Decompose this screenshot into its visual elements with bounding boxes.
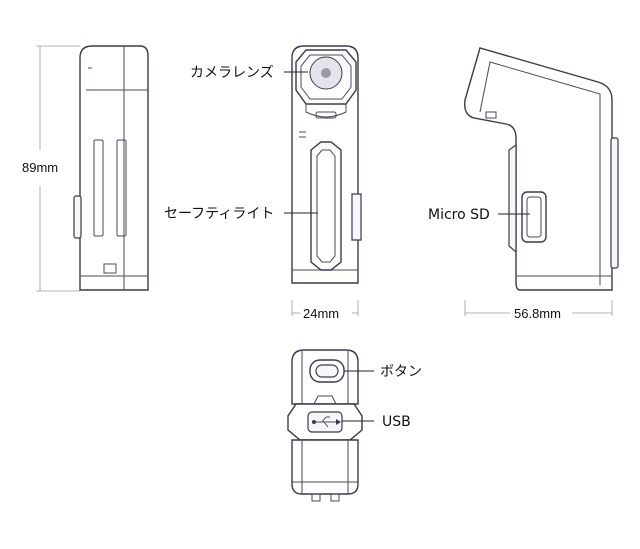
foot-left — [311, 493, 321, 502]
lens-neck — [305, 104, 347, 118]
height-dimension-label: 89mm — [22, 160, 58, 175]
width-dimension-label: 24mm — [303, 306, 339, 321]
micro-sd-slot-inner — [526, 196, 542, 238]
micro-sd-label: Micro SD — [428, 207, 490, 223]
left-view-port — [103, 263, 117, 274]
safety-light-inner — [316, 149, 336, 263]
button-label: ボタン — [380, 364, 422, 380]
usb-icon-branch-bottom — [323, 421, 329, 428]
left-view-side-clip — [73, 195, 82, 239]
lens-housing-inner — [300, 54, 352, 100]
left-view-slot-1 — [93, 139, 104, 237]
micro-sd-slot — [521, 191, 547, 243]
safety-light-label: セーフティライト — [164, 206, 274, 222]
front-view-side-clip — [351, 193, 362, 241]
side-view-left: 89mm — [22, 45, 149, 292]
lens-neck-joint — [315, 111, 337, 119]
right-view-side-bump — [508, 143, 517, 254]
usb-cover-hinge — [313, 395, 337, 405]
right-view-small-feature — [485, 111, 497, 119]
power-button-inner — [315, 364, 339, 378]
usb-icon-arrow — [336, 419, 341, 425]
depth-dimension-label: 56.8mm — [514, 306, 561, 321]
right-view-inner-edge — [479, 61, 601, 285]
left-view-slot-2 — [116, 139, 127, 237]
right-view-rear-clip — [610, 137, 619, 269]
bottom-view — [287, 349, 363, 502]
usb-icon-branch-top — [321, 416, 327, 423]
foot-right — [330, 493, 340, 502]
camera-lens-label: カメラレンズ — [190, 65, 274, 81]
left-view-body — [79, 45, 149, 291]
usb-label: USB — [382, 414, 411, 430]
side-view-right: 56.8mm — [464, 47, 619, 321]
right-view-body — [464, 47, 613, 291]
front-view: 24mm — [291, 45, 362, 321]
usb-icon-dot — [312, 420, 316, 424]
camera-lens-center — [321, 68, 331, 78]
safety-light — [310, 141, 342, 271]
